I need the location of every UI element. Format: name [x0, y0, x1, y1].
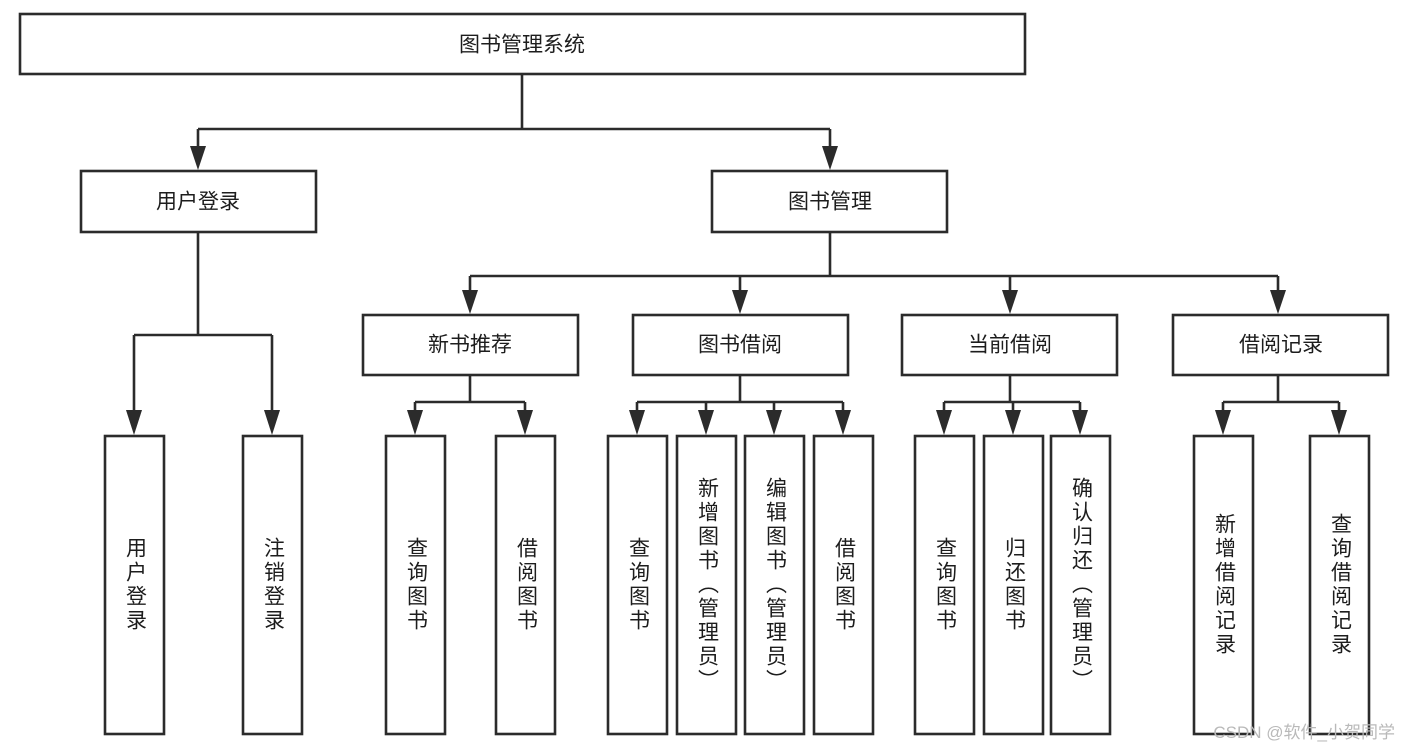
node-new-book-rec-box[interactable]: [361, 313, 580, 377]
connector-group-book-manage: [462, 232, 1286, 314]
node-current-borrow[interactable]: 当前借阅: [900, 313, 1119, 377]
node-book-borrow[interactable]: 图书借阅: [631, 313, 850, 377]
arrow-to-leaf-logout: [264, 410, 280, 435]
node-leaf-confirm-return[interactable]: 确认归还（管理员）: [1049, 434, 1112, 736]
node-leaf-query-book-1-box[interactable]: [384, 434, 447, 736]
node-leaf-borrow-book-2-label: 借阅图书: [833, 537, 857, 633]
node-root-label: 图书管理系统: [459, 34, 585, 57]
arrow-to-book-borrow: [732, 290, 748, 314]
csdn-watermark: CSDN @软件_小贺同学: [1213, 723, 1395, 742]
arrow-to-leaf-query-book-3: [936, 410, 952, 435]
arrow-to-borrow-record: [1270, 290, 1286, 314]
connector-group-current-borrow: [936, 375, 1088, 435]
node-leaf-edit-book[interactable]: 编辑图书（管理员）: [743, 434, 806, 736]
node-leaf-confirm-return-box[interactable]: [1049, 434, 1112, 736]
node-leaf-return-book-label: 归还图书: [1003, 537, 1027, 633]
connector-group-new-book-rec: [407, 375, 533, 435]
node-leaf-add-record[interactable]: 新增借阅记录: [1192, 434, 1255, 736]
arrow-to-leaf-add-book: [698, 410, 714, 435]
node-leaf-return-book[interactable]: 归还图书: [982, 434, 1045, 736]
node-borrow-record-box[interactable]: [1171, 313, 1390, 377]
node-leaf-query-record-box[interactable]: [1308, 434, 1371, 736]
node-book-borrow-label: 图书借阅: [698, 334, 782, 357]
arrow-to-leaf-confirm-return: [1072, 410, 1088, 435]
arrow-to-leaf-add-record: [1215, 410, 1231, 435]
node-leaf-edit-book-box[interactable]: [743, 434, 806, 736]
node-leaf-borrow-book-1-label: 借阅图书: [515, 537, 539, 633]
node-leaf-logout-label: 注销登录: [262, 537, 286, 633]
node-leaf-add-book-label: 新增图书（管理员）: [696, 477, 720, 693]
node-leaf-add-book[interactable]: 新增图书（管理员）: [675, 434, 738, 736]
node-leaf-query-book-3[interactable]: 查询图书: [913, 434, 976, 736]
connector-group-book-borrow: [629, 375, 851, 435]
node-user-login-box[interactable]: [79, 169, 318, 234]
arrow-to-leaf-query-book-1: [407, 410, 423, 435]
connector-group-borrow-record: [1215, 375, 1347, 435]
connector-group-user-login: [126, 232, 280, 435]
arrow-to-leaf-borrow-book-2: [835, 410, 851, 435]
node-leaf-borrow-book-2-box[interactable]: [812, 434, 875, 736]
node-leaf-add-record-box[interactable]: [1192, 434, 1255, 736]
node-leaf-query-record[interactable]: 查询借阅记录: [1308, 434, 1371, 736]
node-leaf-logout-box[interactable]: [241, 434, 304, 736]
connector-group-root: [190, 74, 838, 170]
node-current-borrow-box[interactable]: [900, 313, 1119, 377]
arrow-to-leaf-user-login: [126, 410, 142, 435]
node-leaf-borrow-book-2[interactable]: 借阅图书: [812, 434, 875, 736]
node-new-book-rec-label: 新书推荐: [428, 334, 512, 357]
node-current-borrow-label: 当前借阅: [968, 334, 1052, 357]
node-book-manage[interactable]: 图书管理: [710, 169, 949, 234]
node-leaf-edit-book-label: 编辑图书（管理员）: [764, 477, 788, 693]
node-borrow-record[interactable]: 借阅记录: [1171, 313, 1390, 377]
arrow-to-leaf-query-record: [1331, 410, 1347, 435]
node-root[interactable]: 图书管理系统: [18, 12, 1027, 76]
node-leaf-query-book-1[interactable]: 查询图书: [384, 434, 447, 736]
node-leaf-user-login-label: 用户登录: [124, 537, 148, 633]
arrow-to-leaf-query-book-2: [629, 410, 645, 435]
node-leaf-query-book-2-box[interactable]: [606, 434, 669, 736]
node-user-login-label: 用户登录: [156, 191, 240, 214]
node-leaf-query-book-3-label: 查询图书: [934, 537, 958, 633]
node-leaf-logout[interactable]: 注销登录: [241, 434, 304, 736]
arrow-to-leaf-edit-book: [766, 410, 782, 435]
node-user-login[interactable]: 用户登录: [79, 169, 318, 234]
arrow-to-leaf-return-book: [1005, 410, 1021, 435]
node-book-borrow-box[interactable]: [631, 313, 850, 377]
node-leaf-borrow-book-1[interactable]: 借阅图书: [494, 434, 557, 736]
node-new-book-rec[interactable]: 新书推荐: [361, 313, 580, 377]
node-borrow-record-label: 借阅记录: [1239, 334, 1323, 357]
node-book-manage-label: 图书管理: [788, 191, 872, 214]
node-leaf-query-book-1-label: 查询图书: [405, 537, 429, 633]
node-leaf-add-book-box[interactable]: [675, 434, 738, 736]
node-root-box[interactable]: [18, 12, 1027, 76]
node-book-manage-box[interactable]: [710, 169, 949, 234]
node-leaf-query-book-2[interactable]: 查询图书: [606, 434, 669, 736]
arrow-root-to-user-login: [190, 146, 206, 170]
node-leaf-query-book-3-box[interactable]: [913, 434, 976, 736]
arrow-to-new-book-rec: [462, 290, 478, 314]
node-leaf-add-record-label: 新增借阅记录: [1213, 513, 1237, 657]
node-leaf-query-book-2-label: 查询图书: [627, 537, 651, 633]
node-leaf-user-login-box[interactable]: [103, 434, 166, 736]
node-leaf-borrow-book-1-box[interactable]: [494, 434, 557, 736]
arrow-root-to-book-manage: [822, 146, 838, 170]
node-leaf-user-login[interactable]: 用户登录: [103, 434, 166, 736]
arrow-to-current-borrow: [1002, 290, 1018, 314]
arrow-to-leaf-borrow-book-1: [517, 410, 533, 435]
node-leaf-confirm-return-label: 确认归还（管理员）: [1070, 477, 1094, 693]
node-leaf-return-book-box[interactable]: [982, 434, 1045, 736]
node-leaf-query-record-label: 查询借阅记录: [1329, 513, 1353, 657]
